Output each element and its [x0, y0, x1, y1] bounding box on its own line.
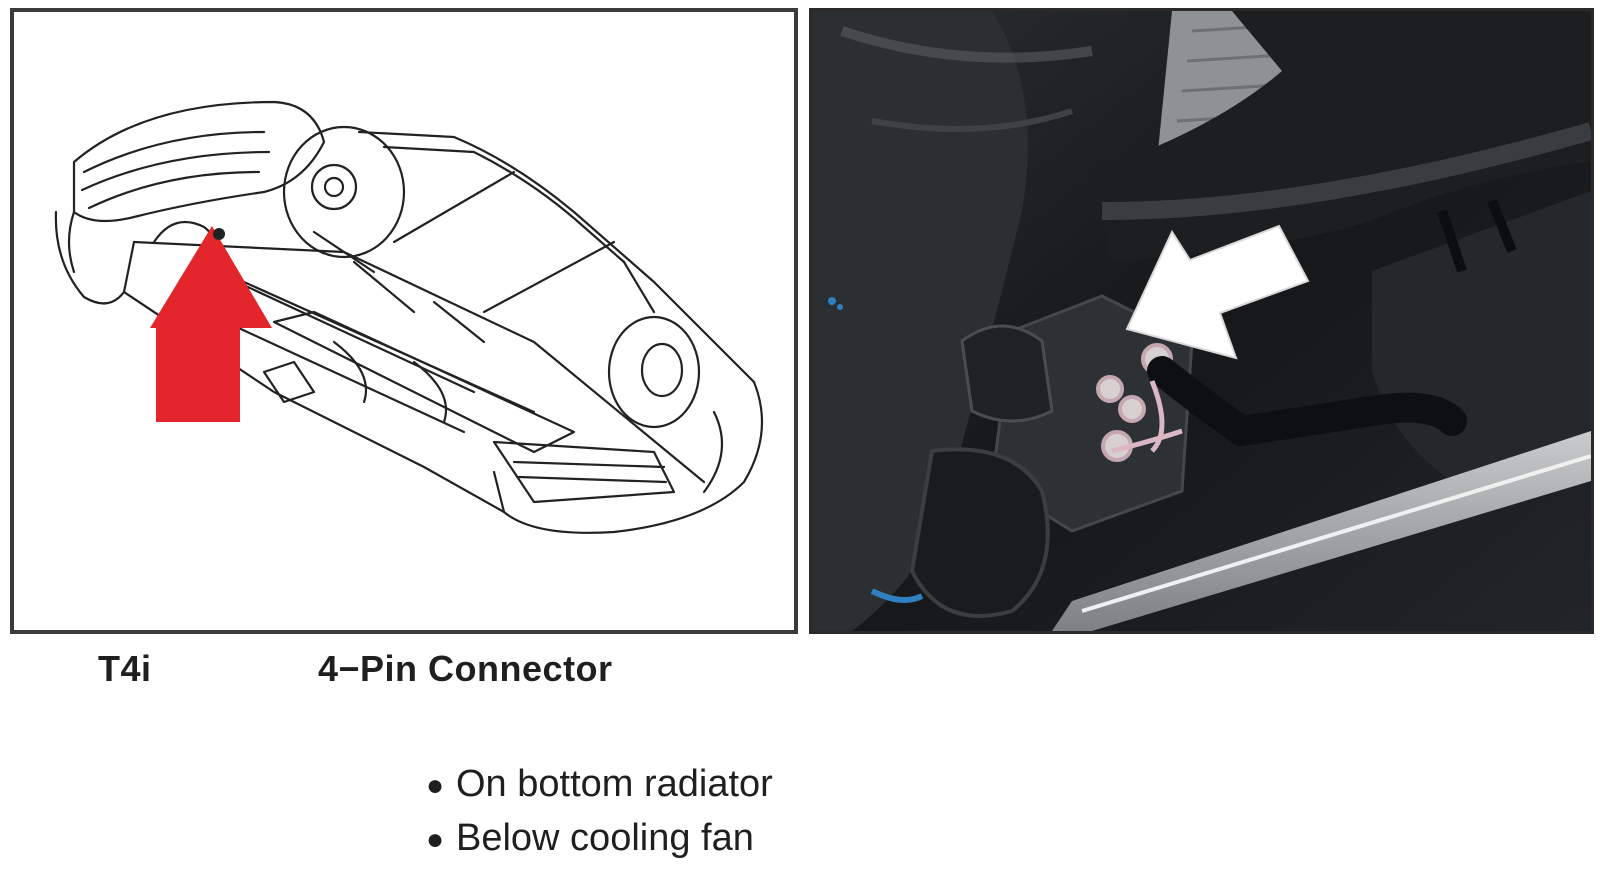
- pointer-arrow-icon: [1125, 224, 1310, 360]
- list-item: ● Below cooling fan: [426, 812, 773, 866]
- photo-illustration: [812, 11, 1591, 631]
- bullet-icon: ●: [426, 768, 445, 802]
- connector-name-label: 4−Pin Connector: [318, 648, 613, 689]
- note-text: Below cooling fan: [456, 816, 754, 859]
- vehicle-underside-diagram: [10, 8, 798, 634]
- note-text: On bottom radiator: [456, 763, 773, 805]
- locator-arrow-icon: [150, 226, 272, 422]
- location-notes-list: ● On bottom radiator ● Below cooling fan: [426, 758, 773, 866]
- connector-id-label: T4i: [98, 648, 152, 689]
- vehicle-line-drawing: [54, 100, 764, 534]
- connector-location-photo: [809, 8, 1594, 634]
- bullet-icon: ●: [426, 822, 445, 856]
- list-item: ● On bottom radiator: [426, 758, 773, 812]
